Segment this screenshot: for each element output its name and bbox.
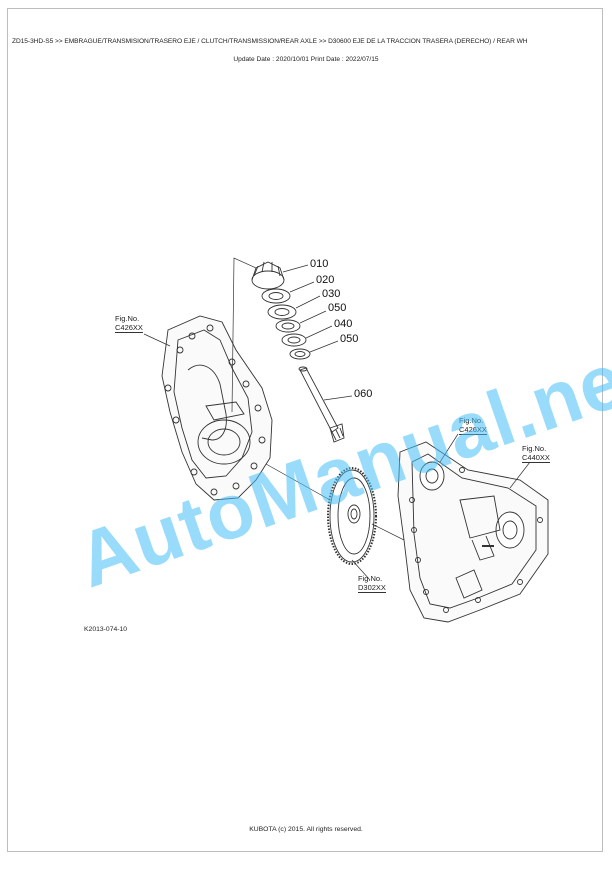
part-number-060[interactable]: 060	[354, 388, 373, 400]
part-leader-lines	[231, 257, 353, 413]
ring-gear-drawing	[327, 467, 377, 565]
fig-ref-label: Fig.No.	[358, 574, 383, 583]
breadcrumb-header: ZD15-3HD-S5 >> EMBRAGUE/TRANSMISION/TRAS…	[12, 38, 528, 45]
part-number-040[interactable]: 040	[334, 318, 353, 330]
part-number-030[interactable]: 030	[322, 288, 341, 300]
fig-ref-label: Fig.No.	[115, 314, 140, 323]
part-number-010[interactable]: 010	[310, 258, 329, 270]
left-housing-drawing	[161, 315, 273, 501]
gear-stack-drawing	[251, 261, 311, 360]
part-number-050-lower[interactable]: 050	[340, 333, 359, 345]
fig-ref-number: C440XX	[522, 453, 550, 463]
fig-ref-right-upper[interactable]: Fig.No. C426XX	[459, 416, 487, 435]
axle-shaft-drawing	[298, 366, 345, 443]
date-line: Update Date : 2020/10/01 Print Date : 20…	[233, 56, 379, 63]
fig-ref-ring-gear[interactable]: Fig.No. D302XX	[358, 574, 386, 593]
fig-ref-label: Fig.No.	[459, 416, 484, 425]
part-number-050-upper[interactable]: 050	[328, 302, 347, 314]
copyright-footer: KUBOTA (c) 2015. All rights reserved.	[249, 826, 363, 833]
fig-ref-left-housing[interactable]: Fig.No. C426XX	[115, 314, 143, 333]
fig-ref-label: Fig.No.	[522, 444, 547, 453]
fig-ref-number: C426XX	[115, 323, 143, 333]
fig-ref-number: C426XX	[459, 425, 487, 435]
part-number-020[interactable]: 020	[316, 274, 335, 286]
page-frame	[7, 8, 603, 852]
diagram-code: K2013-074-10	[84, 626, 128, 633]
fig-ref-number: D302XX	[358, 583, 386, 593]
fig-ref-right-case[interactable]: Fig.No. C440XX	[522, 444, 550, 463]
